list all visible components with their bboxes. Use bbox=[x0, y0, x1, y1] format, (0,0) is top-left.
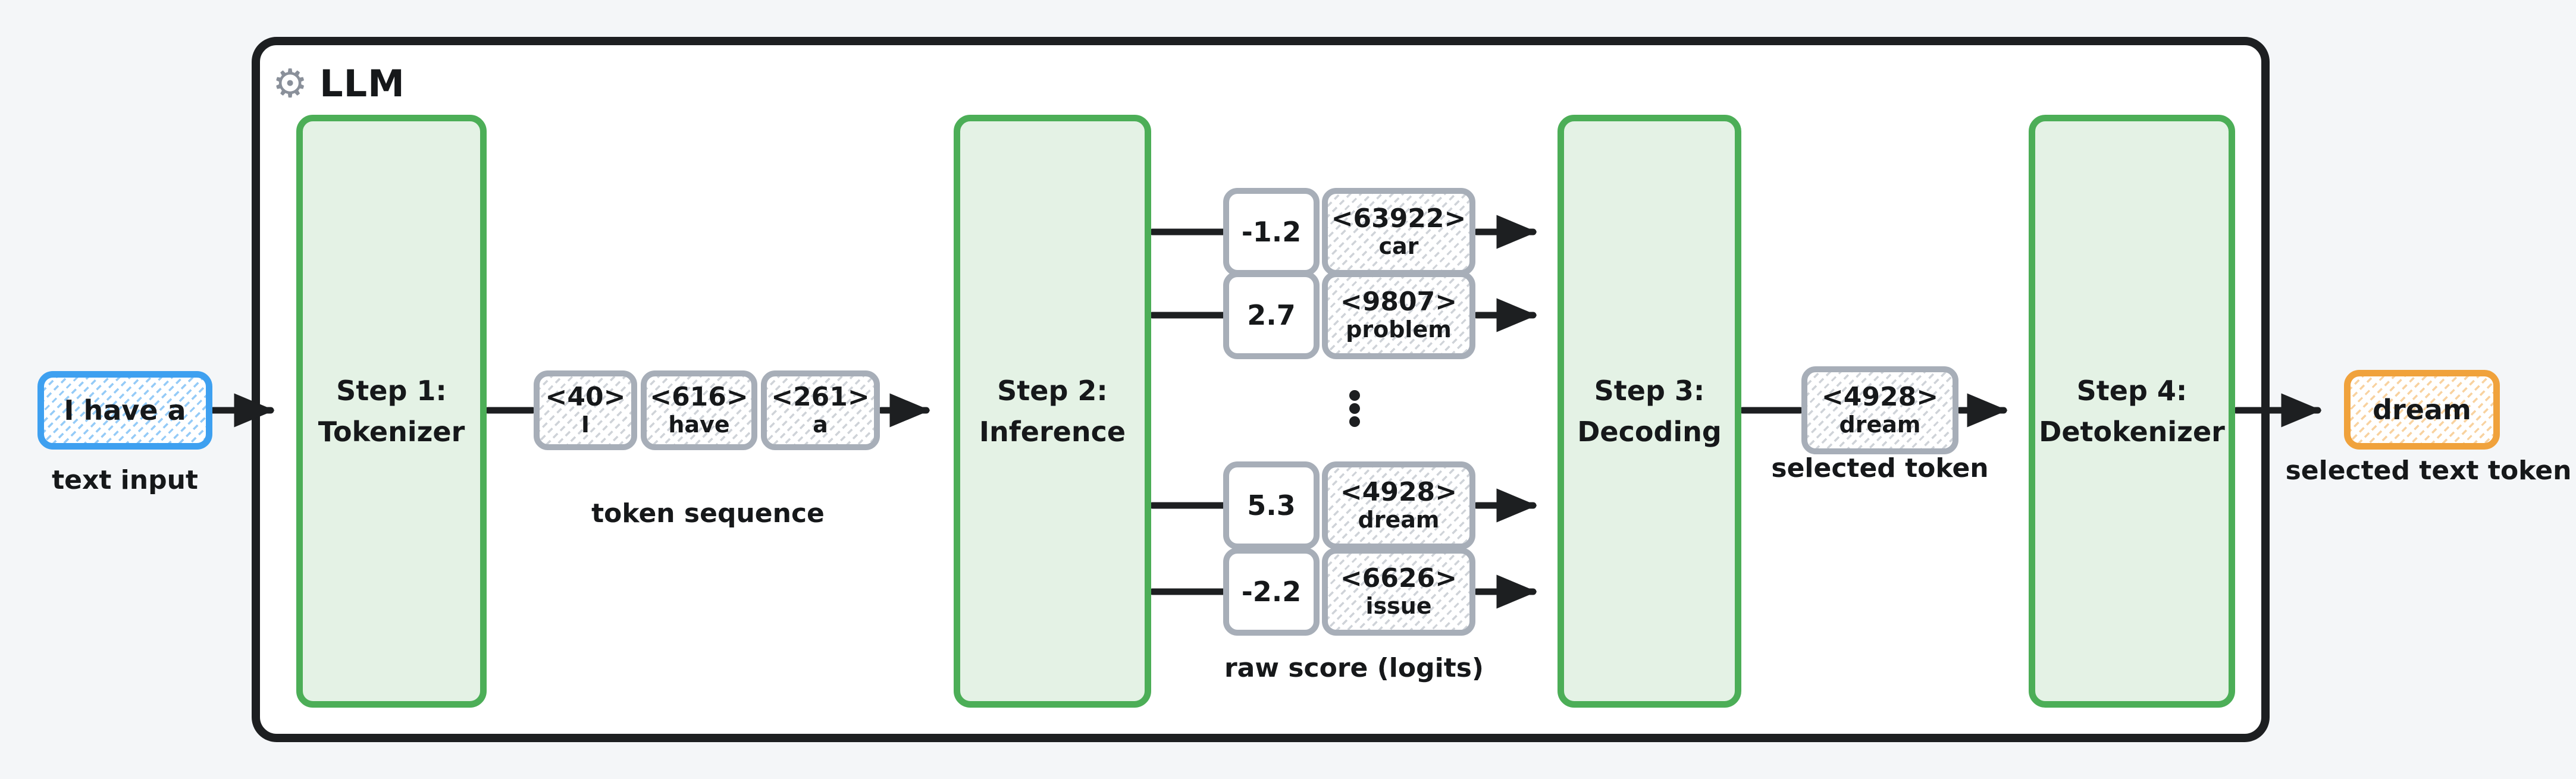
score-box: 5.3 bbox=[1223, 461, 1320, 549]
step-box-detokenizer: Step 4: Detokenizer bbox=[2029, 115, 2235, 708]
token-id: <4928> bbox=[1340, 476, 1458, 507]
step-box-inference: Step 2: Inference bbox=[954, 115, 1151, 708]
logit-row: -2.2 <6626> issue bbox=[1223, 548, 1475, 636]
token-chip: <616> have bbox=[641, 370, 757, 450]
logit-token-chip: <4928> dream bbox=[1322, 461, 1475, 549]
logits-label: raw score (logits) bbox=[1224, 653, 1484, 683]
score-value: -2.2 bbox=[1241, 576, 1302, 608]
score-box: 2.7 bbox=[1223, 271, 1320, 359]
token-word: issue bbox=[1365, 593, 1432, 620]
llm-header: ⚙ LLM bbox=[272, 62, 405, 105]
input-box: I have a bbox=[37, 371, 212, 450]
score-value: 5.3 bbox=[1247, 489, 1296, 522]
step-box-tokenizer: Step 1: Tokenizer bbox=[296, 115, 487, 708]
step-title-line2: Inference bbox=[979, 415, 1126, 448]
score-value: 2.7 bbox=[1247, 299, 1296, 331]
logit-token-chip: <6626> issue bbox=[1322, 548, 1475, 636]
token-id: <616> bbox=[650, 381, 748, 412]
token-word: car bbox=[1378, 233, 1419, 260]
logit-row: 2.7 <9807> problem bbox=[1223, 271, 1475, 359]
output-label: selected text token bbox=[2285, 456, 2572, 486]
llm-title: LLM bbox=[319, 62, 405, 105]
token-word: dream bbox=[1839, 412, 1921, 438]
step-box-decoding: Step 3: Decoding bbox=[1557, 115, 1741, 708]
token-id: <261> bbox=[771, 381, 870, 412]
token-id: <4928> bbox=[1821, 381, 1939, 412]
gear-icon: ⚙ bbox=[272, 60, 308, 106]
token-id: <6626> bbox=[1340, 563, 1458, 593]
token-id: <40> bbox=[545, 381, 626, 412]
step-title-line2: Tokenizer bbox=[318, 415, 465, 448]
token-chip: <261> a bbox=[761, 370, 880, 450]
token-id: <9807> bbox=[1340, 286, 1458, 317]
input-text: I have a bbox=[64, 394, 186, 426]
token-sequence-label: token sequence bbox=[591, 498, 825, 529]
step-title-line1: Step 1: bbox=[336, 374, 447, 407]
token-id: <63922> bbox=[1331, 203, 1466, 234]
logit-token-chip: <9807> problem bbox=[1322, 271, 1475, 359]
token-word: dream bbox=[1358, 507, 1440, 533]
step-title-line1: Step 4: bbox=[2076, 374, 2188, 407]
token-word: I bbox=[581, 412, 590, 438]
score-box: -1.2 bbox=[1223, 188, 1320, 276]
score-value: -1.2 bbox=[1241, 216, 1302, 248]
logit-row: 5.3 <4928> dream bbox=[1223, 461, 1475, 549]
token-word: problem bbox=[1346, 316, 1452, 343]
step-title-line2: Decoding bbox=[1577, 415, 1722, 448]
output-box: dream bbox=[2344, 370, 2500, 450]
token-chip: <40> I bbox=[534, 370, 637, 450]
step-title-line2: Detokenizer bbox=[2039, 415, 2225, 448]
logit-row: -1.2 <63922> car bbox=[1223, 188, 1475, 276]
score-box: -2.2 bbox=[1223, 548, 1320, 636]
output-text: dream bbox=[2373, 394, 2471, 426]
logit-token-chip: <63922> car bbox=[1322, 188, 1475, 276]
token-word: have bbox=[668, 412, 730, 438]
input-label: text input bbox=[52, 465, 198, 495]
token-word: a bbox=[813, 412, 828, 438]
step-title-line1: Step 2: bbox=[997, 374, 1108, 407]
selected-token-chip: <4928> dream bbox=[1801, 366, 1958, 454]
step-title-line1: Step 3: bbox=[1594, 374, 1705, 407]
selected-token-label: selected token bbox=[1771, 453, 1989, 483]
